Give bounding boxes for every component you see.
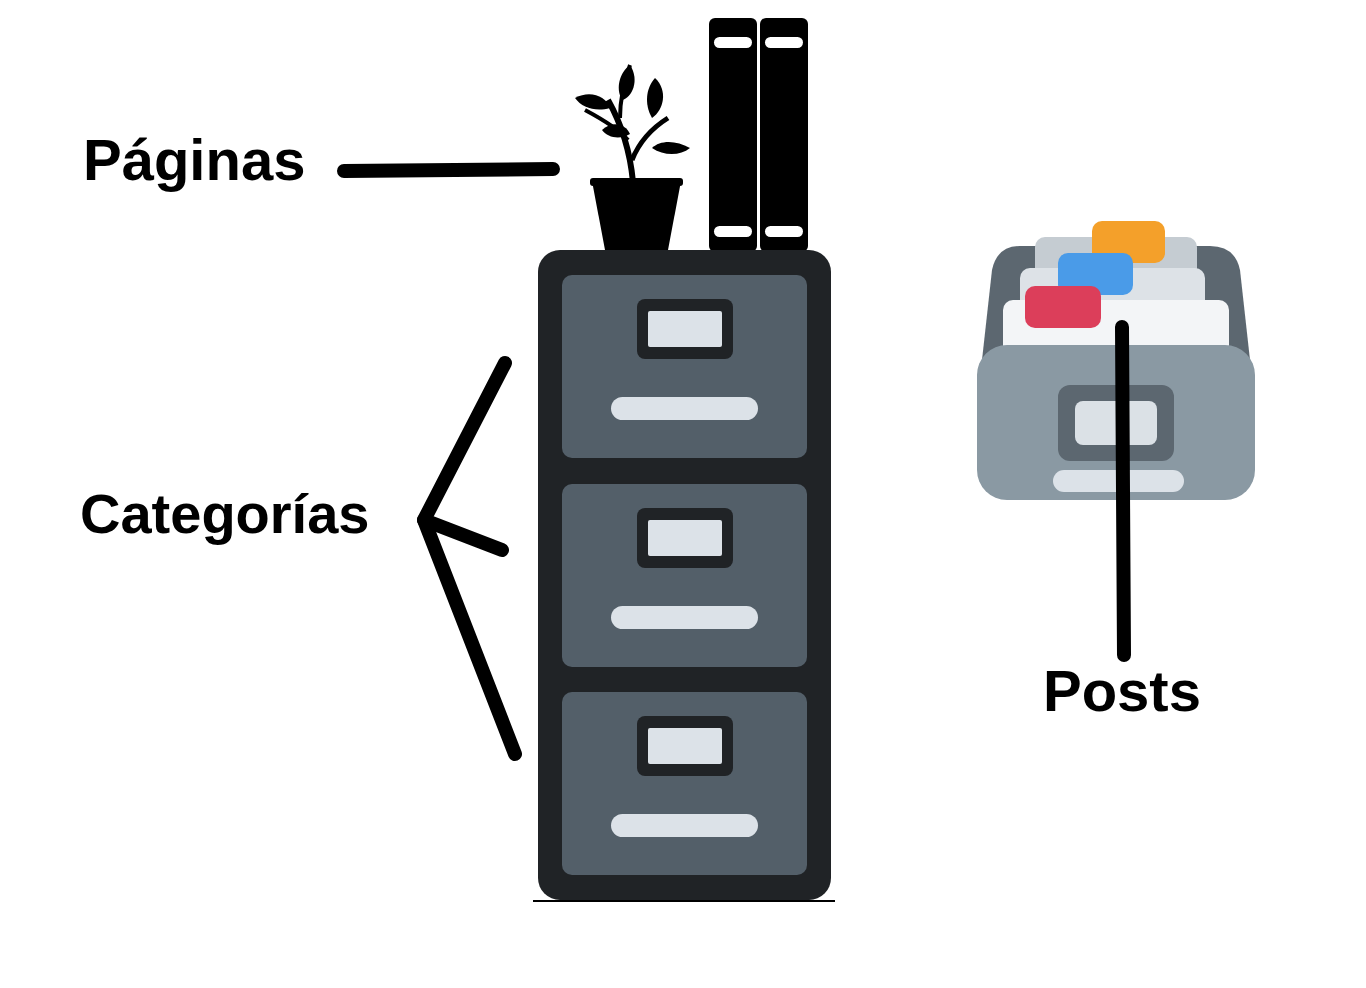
- leader-lines: [344, 169, 553, 754]
- categories-label: Categorías: [80, 482, 369, 546]
- leader-line: [344, 169, 553, 171]
- bracket: [424, 363, 505, 550]
- leader-line: [1122, 327, 1124, 655]
- drawer: [562, 692, 807, 875]
- pages-label: Páginas: [83, 127, 305, 194]
- posts-label: Posts: [1043, 658, 1201, 725]
- books: [709, 18, 808, 252]
- plant: [575, 65, 690, 250]
- drawer: [562, 275, 807, 458]
- bracket: [424, 520, 515, 754]
- filing-cabinet: [533, 250, 835, 901]
- drawer: [562, 484, 807, 667]
